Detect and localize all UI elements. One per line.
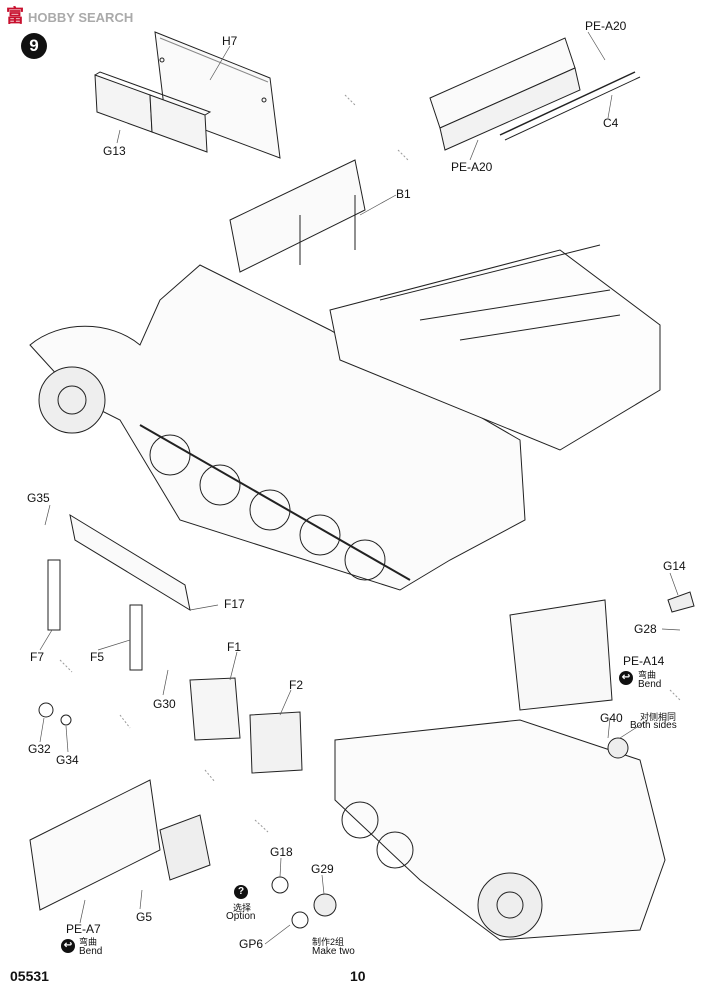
part-bottom-left-panel [29, 779, 211, 911]
label-option-cn: 选择 [233, 903, 252, 913]
watermark-logo: 富 HOBBY SEARCH [6, 2, 133, 28]
label-g34: G34 [56, 753, 79, 767]
label-gp6: GP6 [239, 937, 264, 951]
label-g14: G14 [663, 559, 686, 573]
label-make-two-cn: 制作2组 [312, 937, 345, 947]
label-g35: G35 [27, 491, 50, 505]
label-g32: G32 [28, 742, 51, 756]
option-icon: ? [234, 885, 248, 899]
label-c4: C4 [603, 116, 619, 130]
step-number-badge: 9 [21, 33, 47, 59]
label-f1: F1 [227, 640, 242, 654]
watermark-brand-cn: 富 [6, 6, 24, 26]
label-pe-a20-bottom: PE-A20 [451, 160, 493, 174]
part-f1-f2-boxes [189, 677, 303, 774]
label-f2: F2 [289, 678, 304, 692]
part-g18-lens [271, 876, 289, 894]
part-g32-disc [38, 702, 54, 718]
part-g29-light [313, 893, 337, 917]
label-both-sides-en: Both sides [630, 720, 677, 731]
label-g18: G18 [270, 845, 293, 859]
label-g5: G5 [136, 910, 153, 924]
label-g40: G40 [600, 711, 623, 725]
label-b1: B1 [396, 187, 411, 201]
part-f17-panel [47, 513, 191, 671]
label-g30: G30 [153, 697, 176, 711]
bend-icon: ↩ [619, 671, 633, 685]
label-make-two-en: Make two [312, 946, 355, 957]
part-g14-piece [667, 591, 695, 613]
part-g34-disc [60, 714, 72, 726]
label-pe-a7: PE-A7 [66, 922, 101, 936]
part-b1-panels [229, 159, 366, 273]
label-g29: G29 [311, 862, 334, 876]
label-g13: G13 [103, 144, 126, 158]
catalog-number: 05531 [10, 968, 49, 984]
label-pe-a14: PE-A14 [623, 654, 665, 668]
part-pe-a20-panel [429, 37, 641, 151]
vehicle-main-body [29, 244, 661, 591]
label-h7: H7 [222, 34, 238, 48]
label-bend-en-1: Bend [638, 679, 662, 690]
bend-icon-2: ↩ [61, 939, 75, 953]
assembly-arrows [59, 94, 681, 833]
label-f7: F7 [30, 650, 45, 664]
part-light-assembly [607, 737, 629, 759]
label-bend-cn-2: 弯曲 [79, 937, 98, 947]
label-bend-en-2: Bend [79, 946, 103, 957]
vehicle-front-view [334, 599, 666, 941]
part-g13-cushions [94, 71, 212, 153]
label-bend-cn-1: 弯曲 [638, 670, 657, 680]
label-pe-a20-top: PE-A20 [585, 19, 627, 33]
label-f17: F17 [224, 597, 245, 611]
part-h7-panel [154, 31, 281, 159]
part-gp6-lens [291, 911, 309, 929]
label-f5: F5 [90, 650, 105, 664]
label-option-en: Option [226, 911, 256, 922]
label-both-sides-cn: 对侧相同 [640, 712, 677, 722]
page-number: 10 [350, 968, 366, 984]
label-g28: G28 [634, 622, 657, 636]
watermark-brand-text: HOBBY SEARCH [28, 10, 134, 25]
